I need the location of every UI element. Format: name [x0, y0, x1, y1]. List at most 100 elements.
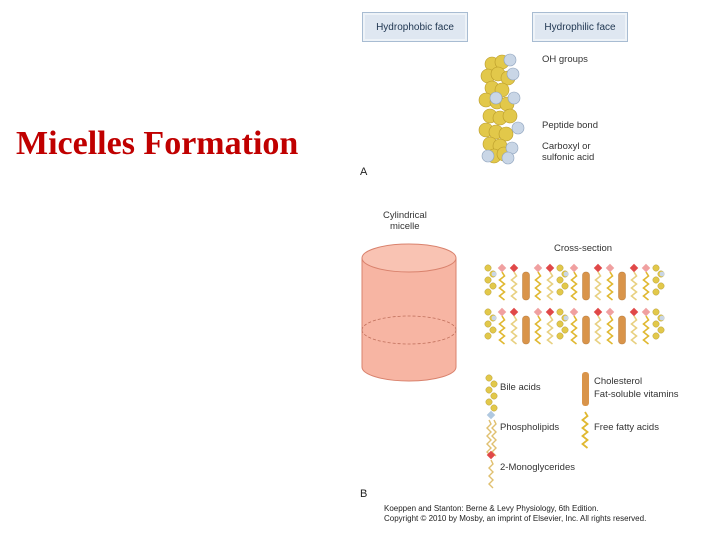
legend-phospholipids: Phospholipids [500, 422, 560, 433]
bile-acid-atom [556, 308, 564, 316]
legend-monoglyceride-head [486, 450, 496, 460]
sulfonic-acid-label: sulfonic acid [542, 152, 595, 163]
bile-acid-atom [652, 288, 660, 296]
cross-section-label: Cross-section [554, 243, 613, 254]
fatty-acid-chain [642, 271, 650, 301]
phospholipid-tail [510, 271, 518, 301]
phospholipid-tail [594, 315, 602, 345]
panel-a-letter: A [360, 166, 368, 178]
bile-acid-atom [484, 308, 492, 316]
head-group [497, 263, 507, 273]
head-group [509, 307, 519, 317]
fatty-acid-chain [606, 315, 614, 345]
bile-acid-atom [484, 320, 492, 328]
copyright-credit: Koeppen and Stanton: Berne & Levy Physio… [384, 504, 646, 524]
bile-acid-oh [563, 315, 569, 321]
head-group [569, 263, 579, 273]
bile-acid-atom [652, 264, 660, 272]
bile-acid-atom [652, 308, 660, 316]
head-group [605, 263, 615, 273]
legend-fatty-acid [581, 411, 589, 449]
bile-acid-atom [652, 276, 660, 284]
bile-acid-atom [489, 326, 497, 334]
legend-cholesterol: Cholesterol [594, 376, 643, 387]
credit-line-2: Copyright © 2010 by Mosby, an imprint of… [384, 514, 647, 523]
legend-cholesterol-bar [582, 372, 589, 406]
hydrophobic-face-header: Hydrophobic face [362, 12, 468, 42]
bile-acid-molecule-model [478, 53, 525, 165]
legend-fat-soluble-vitamins: Fat-soluble vitamins [594, 389, 679, 400]
cylindrical-label: Cylindrical [383, 210, 427, 221]
head-group [509, 263, 519, 273]
cylindrical-micelle-drawing [361, 243, 457, 382]
bile-acid-atom [561, 282, 569, 290]
yellow-atom [498, 126, 514, 142]
head-group [545, 263, 555, 273]
fatty-acid-chain [642, 315, 650, 345]
panel-b-letter: B [360, 488, 368, 500]
head-group [629, 307, 639, 317]
head-group [533, 307, 543, 317]
fatty-acid-chain [498, 315, 506, 345]
head-group [593, 263, 603, 273]
phospholipid-tail [594, 271, 602, 301]
peptide-bond-label: Peptide bond [542, 120, 598, 131]
micelle-label: micelle [390, 221, 420, 232]
oh-groups-label: OH groups [542, 54, 588, 65]
head-group [569, 307, 579, 317]
head-group [533, 263, 543, 273]
legend-bile-acids: Bile acids [500, 382, 541, 393]
legend-phospholipid-tail-2 [491, 419, 497, 457]
bile-acid-atom [556, 276, 564, 284]
cholesterol-bar [522, 271, 530, 301]
legend-bile-atom [485, 386, 493, 394]
bile-acid-oh [563, 271, 569, 277]
blue-atom [507, 91, 521, 105]
fatty-acid-chain [534, 315, 542, 345]
phospholipid-tail [546, 271, 554, 301]
fatty-acid-chain [570, 315, 578, 345]
cholesterol-bar [618, 315, 626, 345]
legend-free-fatty-acids: Free fatty acids [594, 422, 659, 433]
head-group [641, 307, 651, 317]
blue-atom [503, 53, 517, 67]
legend-icons [485, 372, 589, 489]
blue-atom [489, 91, 503, 105]
blue-atom [501, 151, 515, 165]
yellow-atom [502, 108, 518, 124]
legend-monoglycerides: 2-Monoglycerides [500, 462, 575, 473]
head-group [629, 263, 639, 273]
head-group [545, 307, 555, 317]
slide-title: Micelles Formation [16, 125, 299, 162]
fatty-acid-chain [606, 271, 614, 301]
bile-acid-atom [657, 326, 665, 334]
cholesterol-bar [522, 315, 530, 345]
bile-acid-atom [484, 332, 492, 340]
legend-bile-atom [485, 374, 493, 382]
phospholipid-tail [630, 315, 638, 345]
legend-bile-atom [485, 398, 493, 406]
hydrophilic-face-header: Hydrophilic face [532, 12, 628, 42]
head-group [593, 307, 603, 317]
bile-acid-atom [484, 288, 492, 296]
bile-acid-atom [556, 332, 564, 340]
legend-bile-atom [490, 392, 498, 400]
bile-acid-atom [556, 264, 564, 272]
bile-acid-atom [484, 264, 492, 272]
fatty-acid-chain [534, 271, 542, 301]
head-group [497, 307, 507, 317]
cholesterol-bar [582, 271, 590, 301]
bile-acid-atom [556, 320, 564, 328]
cross-section-molecules [484, 263, 665, 345]
legend-monoglyceride-tail [488, 459, 494, 489]
head-group [605, 307, 615, 317]
bile-acid-oh [659, 271, 665, 277]
fatty-acid-chain [570, 271, 578, 301]
fatty-acid-chain [498, 271, 506, 301]
cholesterol-bar [618, 271, 626, 301]
phospholipid-tail [510, 315, 518, 345]
bile-acid-oh [491, 271, 497, 277]
bile-acid-atom [556, 288, 564, 296]
legend-phospholipid-head [486, 410, 496, 420]
